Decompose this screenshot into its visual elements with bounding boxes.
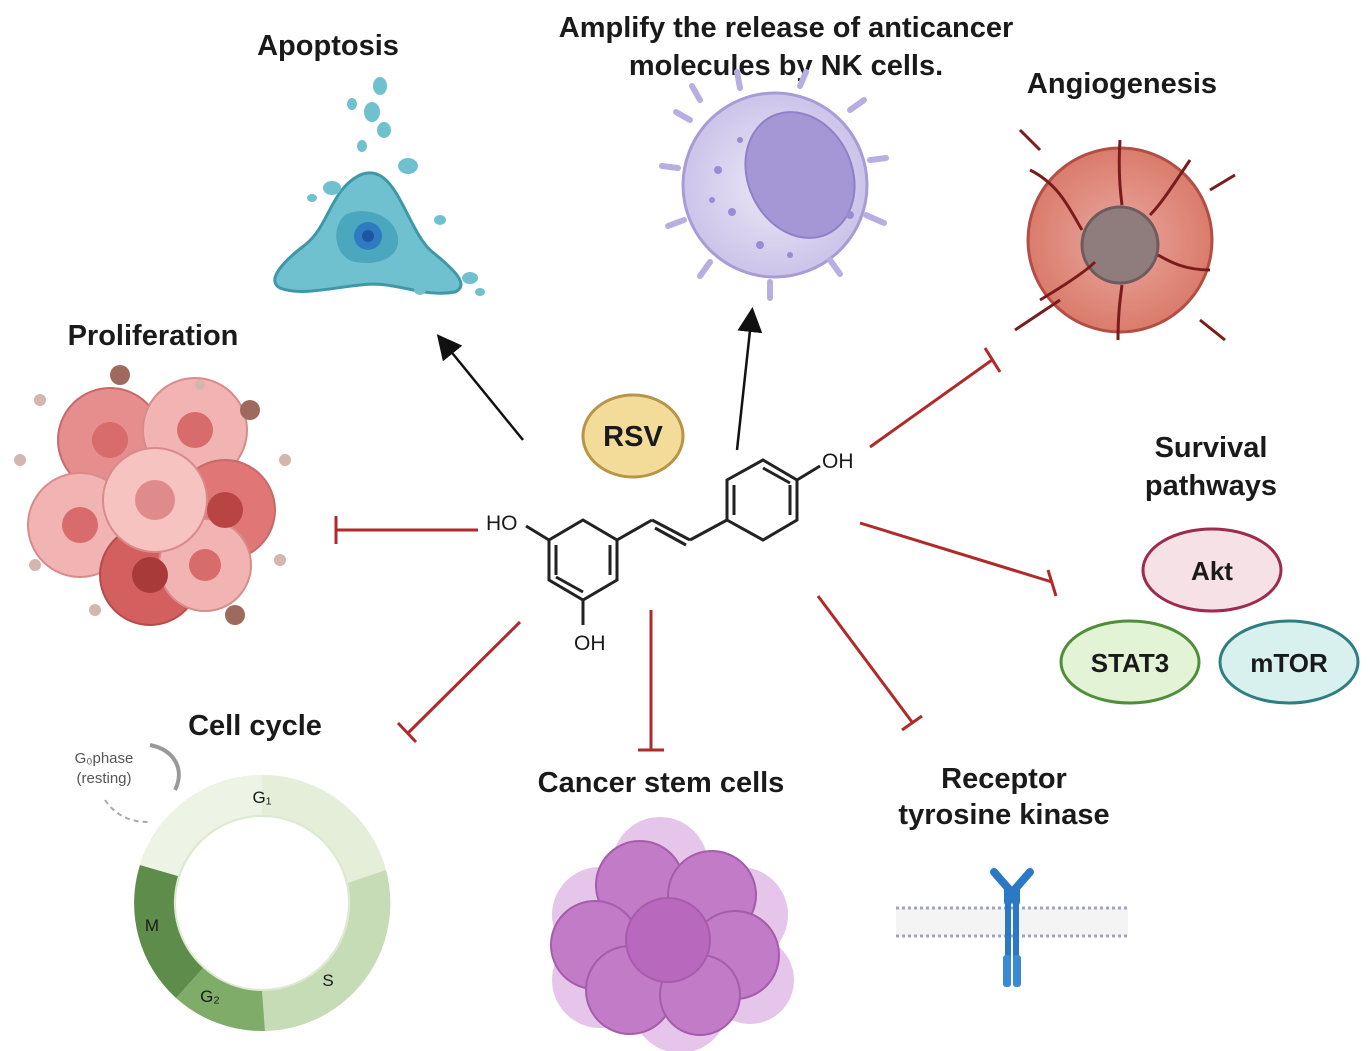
molecule-ho-left: HO — [486, 512, 518, 535]
label-rtk-line1: Receptor — [941, 763, 1067, 795]
molecule-oh-bottom: OH — [574, 632, 606, 655]
cell-cycle-m: M — [145, 916, 159, 935]
node-stat3: STAT3 — [1059, 619, 1201, 705]
node-mtor-label: mTOR — [1250, 648, 1328, 678]
cancer-stem-cells-icon — [550, 817, 794, 1051]
rsv-badge: RSV — [581, 393, 685, 479]
cell-cycle-s: S — [322, 971, 333, 990]
g0-return-arrow-icon — [149, 743, 181, 791]
cell-cycle-g0-phase: G₀phase — [75, 750, 134, 767]
angiogenesis-tumor-icon — [1014, 128, 1236, 342]
cell-cycle-g2: G₂ — [200, 987, 220, 1006]
label-survival-line1: Survival — [1155, 432, 1268, 464]
nk-cell-icon — [659, 69, 889, 301]
label-survival-line2: pathways — [1145, 470, 1277, 502]
inhibit-survival-pathways — [859, 521, 1058, 597]
cell-cycle-g0-resting: (resting) — [76, 770, 131, 787]
arrow-to-apoptosis — [436, 334, 524, 441]
cell-cycle-ring — [134, 774, 391, 1032]
g0-entry-arrow-icon — [104, 799, 149, 823]
label-cancer-stem-cells: Cancer stem cells — [538, 767, 785, 799]
node-mtor: mTOR — [1218, 619, 1360, 705]
label-proliferation: Proliferation — [68, 320, 239, 352]
label-cell-cycle: Cell cycle — [188, 710, 322, 742]
inhibit-angiogenesis — [869, 347, 1002, 449]
node-stat3-label: STAT3 — [1091, 648, 1169, 678]
proliferation-cluster-icon — [14, 365, 291, 626]
label-nk-line2: molecules by NK cells. — [629, 50, 943, 82]
cell-cycle-g1: G₁ — [253, 788, 272, 807]
inhibit-receptor-tyrosine-kinase — [816, 595, 923, 732]
inhibit-cancer-stem-cells — [638, 610, 664, 752]
apoptosis-cell-icon — [273, 77, 485, 296]
resveratrol-structure — [525, 458, 821, 625]
receptor-tyrosine-kinase-icon — [896, 868, 1128, 987]
inhibit-proliferation — [334, 516, 478, 544]
node-akt: Akt — [1141, 527, 1283, 613]
label-apoptosis: Apoptosis — [257, 30, 399, 62]
inhibit-cell-cycle — [396, 620, 522, 744]
label-rtk-line2: tyrosine kinase — [898, 799, 1109, 831]
rsv-badge-label: RSV — [603, 421, 663, 453]
label-angiogenesis: Angiogenesis — [1027, 68, 1217, 100]
label-nk-line1: Amplify the release of anticancer — [559, 12, 1014, 44]
molecule-oh-top: OH — [822, 450, 854, 473]
arrow-to-nk-cells — [735, 307, 763, 451]
node-akt-label: Akt — [1191, 556, 1233, 586]
